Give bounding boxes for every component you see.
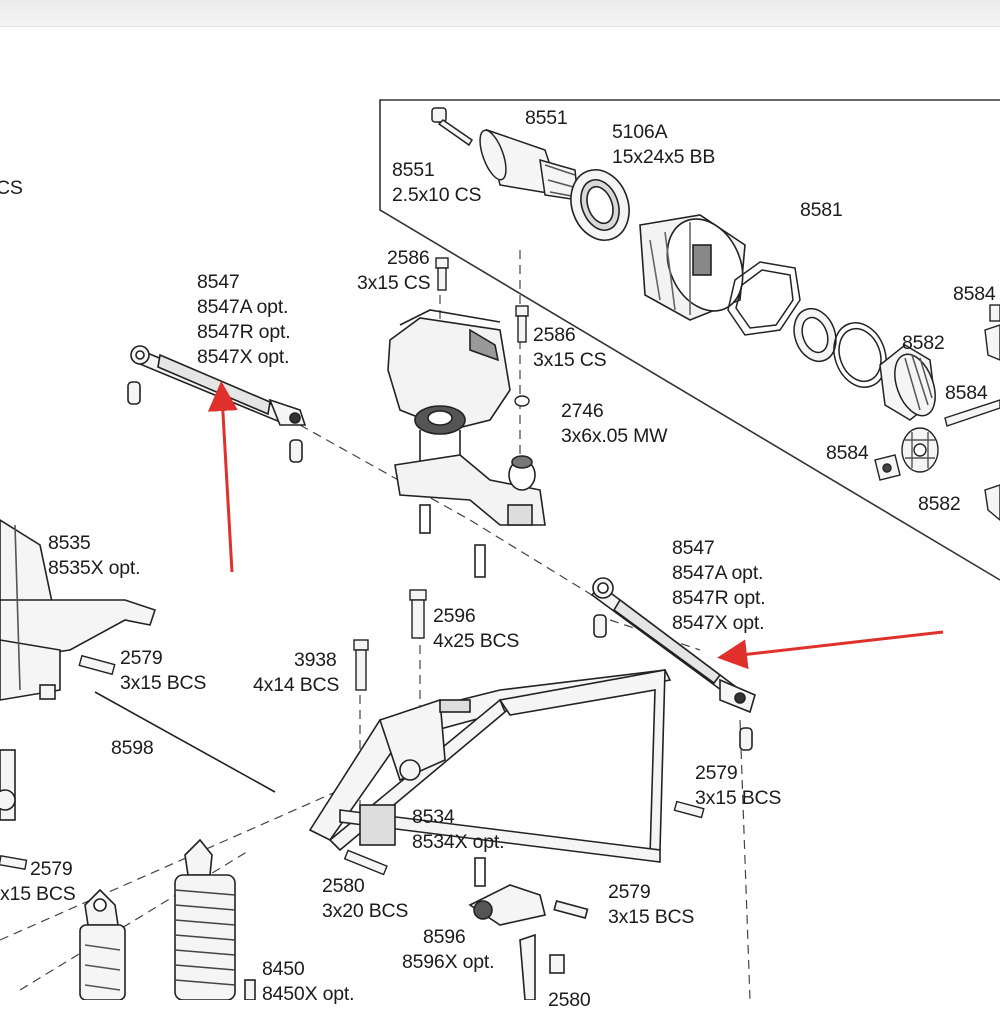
screw-2580 [343,849,388,876]
suspension-arm-8534 [308,669,672,863]
label-8584-left: 8584 [826,442,869,464]
red-arrows [207,381,944,670]
label-cs-edge: CS [0,177,23,199]
screw-2596 [409,589,427,639]
label-8582-top: 8582 [902,332,945,354]
output-cup-8551 [479,128,579,201]
screw-2579-b [673,800,705,819]
gasket [727,261,801,336]
label-8582-bottom: 8582 [918,493,961,515]
pin-8598 [94,691,276,793]
label-8584-mid: 8584 [945,382,988,404]
differential-inset-frame [379,99,1000,581]
screw-8551 [431,107,474,147]
seal-ring [793,307,837,363]
screw-2579-a [78,654,116,676]
label-cut-bottom: 2580 [548,989,591,1011]
washer-2746 [514,395,530,407]
servo-mount [387,309,546,578]
screw-3938 [353,639,369,691]
bellcrank-8596 [468,857,589,1000]
shock-8450-left [79,888,126,1000]
diff-housing-8581 [639,214,746,321]
cross-block-8584 [874,454,901,481]
bearing-5106a [570,169,630,241]
suspension-arm-8535 [0,519,157,821]
screw-2586-mid [515,305,529,343]
window-top-bar [0,0,1000,27]
diff-gear-8582 [879,344,936,421]
steering-link-right [590,577,756,751]
label-8584-top: 8584 [953,283,996,305]
diff-gears-edge [984,304,1000,521]
spider-gear-8582 [901,427,939,473]
label-8598: 8598 [111,737,154,759]
screw-2579-c [0,854,28,870]
o-ring [833,322,887,388]
pin-8584 [944,399,1000,427]
shock-8450-right [174,838,256,1000]
screw-2586-top [435,257,449,291]
label-8581: 8581 [800,199,843,221]
label-8551-top: 8551 [525,107,568,129]
